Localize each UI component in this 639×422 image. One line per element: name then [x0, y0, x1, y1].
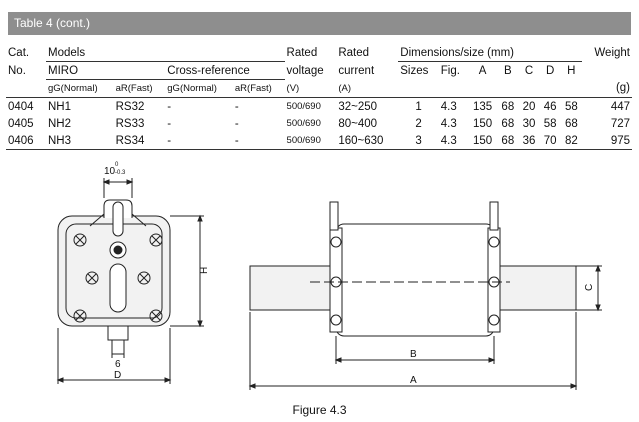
header-voltage-unit: (V): [284, 79, 337, 98]
dim-6-label: 6: [115, 359, 121, 370]
cell-weight: 975: [581, 132, 632, 150]
header-gg-normal: gG(Normal): [46, 79, 114, 98]
cell-xar: -: [234, 117, 239, 130]
cell-fig: 4.3: [440, 117, 457, 130]
dim-c-label: C: [584, 284, 595, 291]
header-sizes: Sizes: [400, 64, 429, 77]
header-a: A: [478, 64, 487, 77]
table-row: 0404 NH1 RS32 - - 500/690 32~250 1 4.3 135 68 20 46 5…: [6, 98, 632, 116]
cell-xar: -: [232, 132, 285, 150]
dim-top-tol: 0: [115, 162, 119, 168]
cell-a: 150: [468, 132, 498, 150]
cell-d: 70: [539, 132, 561, 150]
cell-ar: RS34: [113, 132, 166, 150]
header-xref-ar-fast: aR(Fast): [232, 79, 285, 98]
dim-slot-width: [111, 340, 125, 358]
cell-voltage: 500/690: [286, 101, 321, 112]
cell-gg: NH3: [46, 132, 114, 150]
table-row: 0405 NH2 RS33 - - 500/690 80~400 2 4.3 150 68 30 58 6…: [6, 115, 632, 132]
header-models: Models: [46, 44, 285, 62]
header-xref-gg-normal: gG(Normal): [165, 79, 233, 98]
cell-b: 68: [501, 117, 515, 130]
figure-caption: Figure 4.3: [292, 403, 347, 417]
dim-top-width: [102, 178, 134, 198]
cell-gg: NH2: [48, 117, 72, 130]
cell-gg: NH1: [48, 100, 72, 113]
cell-xar: -: [234, 100, 239, 113]
header-weight-unit: (g): [581, 79, 632, 98]
header-h: H: [567, 64, 576, 77]
cell-cat: 0404: [8, 100, 34, 113]
dim-d-label: D: [114, 370, 121, 381]
cell-c: 36: [518, 132, 540, 150]
cell-c: 20: [522, 100, 536, 113]
screw-icon: [73, 233, 163, 323]
cell-xgg: -: [167, 117, 172, 130]
cell-weight: 447: [610, 100, 630, 113]
header-current-unit: (A): [336, 79, 399, 98]
cell-h: 68: [564, 117, 578, 130]
dim-b-label: B: [410, 349, 417, 360]
header-dimensions: Dimensions/size (mm): [398, 44, 582, 62]
dim-blade-thickness: [576, 264, 602, 312]
cell-c: 30: [522, 117, 536, 130]
header-cat: Cat.: [8, 46, 30, 59]
cell-xgg: -: [167, 100, 172, 113]
header-current: current: [338, 64, 375, 77]
cell-h: 58: [564, 100, 578, 113]
header-row-2: No. MIRO Cross-reference voltage current…: [6, 61, 632, 80]
dim-depth: [56, 328, 172, 384]
cell-cat: 0405: [8, 117, 34, 130]
dim-top-label: 10: [104, 166, 116, 177]
fuse-spec-table: Cat. Models Rated Rated Dimensions/size …: [6, 44, 632, 150]
dim-top-tol2: -0.3: [115, 170, 126, 176]
header-crossref: Cross-reference: [165, 61, 285, 80]
header-fig: Fig.: [440, 64, 460, 77]
cell-d: 46: [543, 100, 557, 113]
cell-size: 2: [415, 117, 422, 130]
header-ar-fast: aR(Fast): [113, 79, 166, 98]
cell-weight: 727: [610, 117, 630, 130]
header-row-1: Cat. Models Rated Rated Dimensions/size …: [6, 44, 632, 62]
header-b: B: [503, 64, 512, 77]
dim-a-label: A: [410, 375, 417, 386]
cell-cat: 0406: [6, 132, 46, 150]
header-miro: MIRO: [46, 61, 166, 80]
cell-b: 68: [497, 132, 519, 150]
cell-current: 160~630: [336, 132, 399, 150]
header-no: No.: [8, 64, 26, 77]
fuse-side-view: [249, 201, 577, 337]
dim-overall-length: [248, 312, 578, 390]
header-d: D: [546, 64, 555, 77]
dim-h-label: H: [199, 267, 210, 274]
cell-current: 80~400: [338, 117, 378, 130]
cell-b: 68: [501, 100, 515, 113]
cell-current: 32~250: [338, 100, 378, 113]
fuse-dimension-drawing: 10 0 -0.3 H 6 D B A C: [56, 162, 602, 390]
cell-a: 150: [473, 117, 493, 130]
table-title-banner: Table 4 (cont.): [8, 12, 631, 35]
cell-h: 82: [560, 132, 582, 150]
dim-body-length: [334, 336, 496, 364]
header-row-3: gG(Normal) aR(Fast) gG(Normal) aR(Fast) …: [6, 79, 632, 98]
header-rated-current: Rated: [338, 46, 370, 59]
fuse-front-view: [57, 199, 171, 341]
header-voltage: voltage: [286, 64, 324, 77]
cell-ar: RS33: [115, 117, 145, 130]
cell-size: 1: [415, 100, 422, 113]
header-c: C: [524, 64, 534, 77]
cell-size: 3: [398, 132, 439, 150]
cell-fig: 4.3: [438, 132, 468, 150]
cell-d: 58: [543, 117, 557, 130]
header-rated-voltage: Rated: [286, 46, 318, 59]
cell-xgg: -: [165, 132, 233, 150]
dim-height: [170, 214, 204, 328]
cell-a: 135: [473, 100, 493, 113]
cell-voltage: 500/690: [284, 132, 337, 150]
header-weight: Weight: [594, 46, 630, 59]
cell-ar: RS32: [115, 100, 145, 113]
cell-voltage: 500/690: [286, 118, 321, 129]
cell-fig: 4.3: [440, 100, 457, 113]
